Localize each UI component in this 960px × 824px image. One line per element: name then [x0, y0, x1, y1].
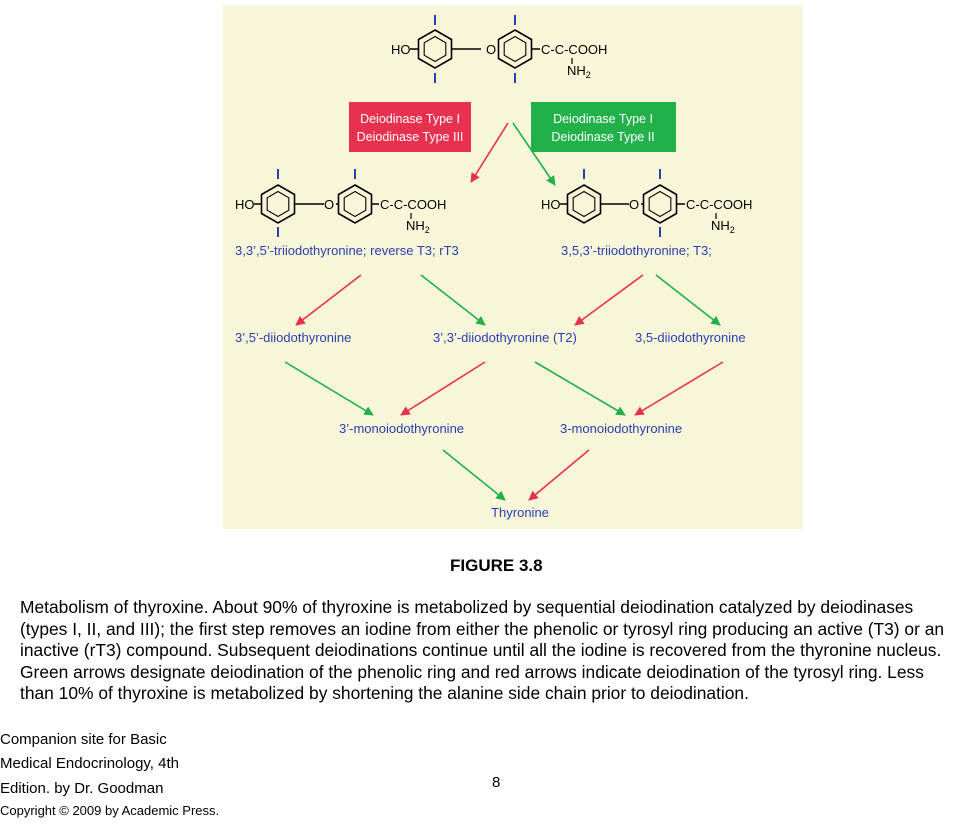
svg-text:C-C-COOH: C-C-COOH	[380, 197, 446, 212]
arrow-3p-to-thyronine-green	[442, 449, 506, 501]
arrow-rt3-to-35p-red	[295, 274, 362, 326]
arrow-33p-to-3-green	[534, 361, 626, 416]
arrow-red-to-rt3	[470, 122, 509, 183]
svg-text:Deiodinase Type I: Deiodinase Type I	[360, 112, 460, 126]
label-mono-3: 3-monoiodothyronine	[560, 421, 682, 436]
subscript-2: 2	[586, 70, 591, 80]
svg-text:O: O	[324, 197, 334, 212]
label-mono-3p: 3’-monoiodothyronine	[339, 421, 464, 436]
svg-text:NH2: NH2	[567, 63, 591, 80]
svg-text:Deiodinase Type III: Deiodinase Type III	[357, 130, 464, 144]
arrow-3-to-thyronine-red	[528, 449, 590, 501]
svg-text:O: O	[629, 197, 639, 212]
label-di-35p: 3’,5’-diiodothyronine	[235, 330, 351, 345]
iodine-marks	[434, 15, 516, 83]
arrow-35-to-3-red	[634, 361, 724, 416]
ether-o-label: O	[486, 42, 496, 57]
arrow-33p-to-3p-red	[400, 361, 486, 416]
figure-caption: Metabolism of thyroxine. About 90% of th…	[20, 597, 945, 703]
footer-line-3: Edition. by Dr. Goodman	[0, 780, 164, 797]
nh-label: NH	[567, 63, 586, 78]
label-t3: 3,5,3’-triiodothyronine; T3;	[561, 243, 712, 258]
figure-title: FIGURE 3.8	[450, 556, 543, 575]
svg-text:NH2: NH2	[406, 218, 430, 235]
svg-text:Deiodinase Type I: Deiodinase Type I	[553, 112, 653, 126]
deiodinase-green-box: Deiodinase Type I Deiodinase Type II	[531, 102, 676, 152]
chain-label: C-C-COOH	[541, 42, 607, 57]
arrow-rt3-to-33p-green	[420, 274, 486, 326]
rt3-structure: HO O C-C-COOH NH2	[235, 169, 446, 237]
deiodinase-red-box: Deiodinase Type I Deiodinase Type III	[349, 102, 471, 152]
t3-structure: HO O C-C-COOH NH2	[541, 169, 752, 237]
ho-label: HO	[391, 42, 411, 57]
arrow-t3-to-35-green	[655, 274, 721, 326]
svg-text:Deiodinase Type II: Deiodinase Type II	[551, 130, 654, 144]
figure-panel	[223, 5, 803, 529]
page-number: 8	[492, 774, 501, 791]
arrow-t3-to-33p-red	[574, 274, 644, 326]
label-di-35: 3,5-diiodothyronine	[635, 330, 746, 345]
svg-text:HO: HO	[235, 197, 255, 212]
arrow-35p-to-3p-green	[284, 361, 374, 416]
thyroxine-metabolism-diagram: HO O C-C-COOH NH2 Deiodinase Type I Deio…	[223, 5, 803, 529]
footer-line-1: Companion site for Basic	[0, 731, 167, 748]
footer-copyright: Copyright © 2009 by Academic Press.	[0, 803, 220, 818]
thyroxine-structure: HO O C-C-COOH NH2	[391, 15, 607, 83]
svg-text:NH2: NH2	[711, 218, 735, 235]
label-rt3: 3,3’,5’-triiodothyronine; reverse T3; rT…	[235, 243, 459, 258]
label-di-33p: 3’,3’-diiodothyronine (T2)	[433, 330, 577, 345]
svg-text:HO: HO	[541, 197, 561, 212]
footer-line-2: Medical Endocrinology, 4th	[0, 755, 179, 772]
svg-text:C-C-COOH: C-C-COOH	[686, 197, 752, 212]
arrow-green-to-t3	[512, 122, 556, 186]
label-thyronine: Thyronine	[491, 505, 549, 520]
